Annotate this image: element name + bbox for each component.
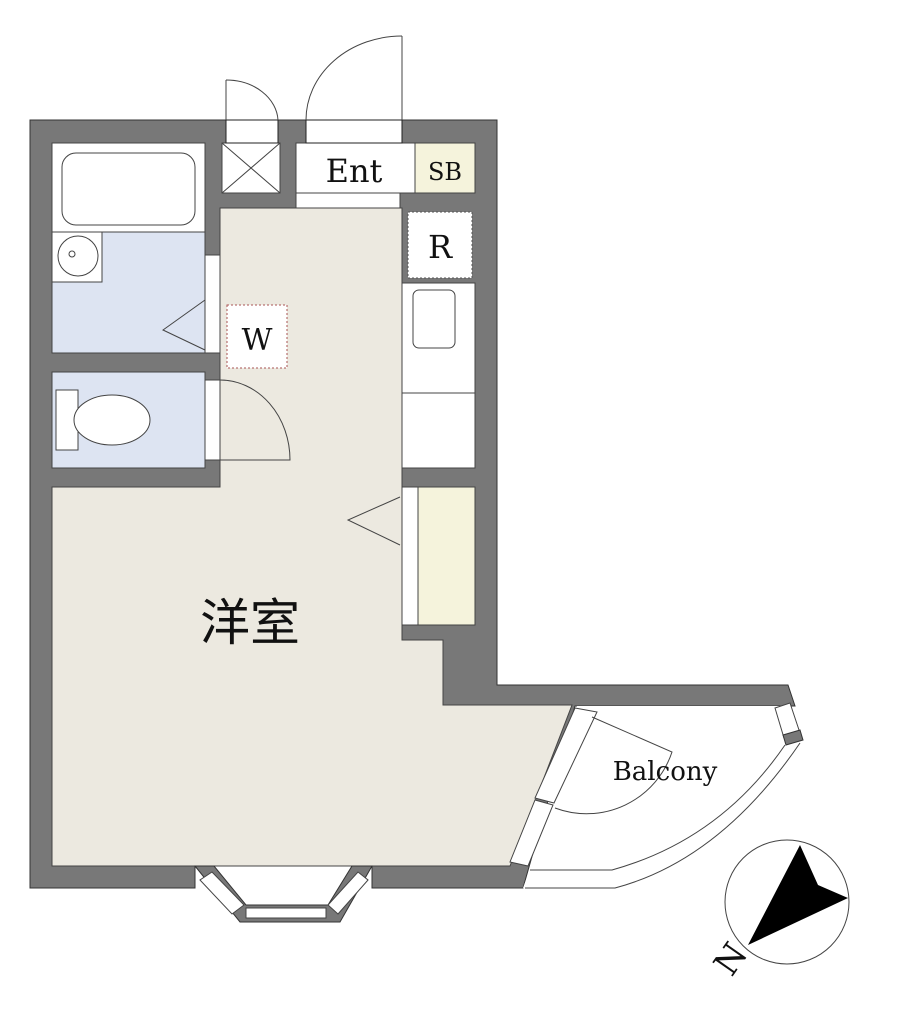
entrance-label: Ent — [326, 152, 383, 190]
bay-window-glass — [199, 871, 245, 915]
bathtub — [61, 152, 196, 226]
closet-door[interactable] — [401, 486, 419, 626]
bay-window-glass — [245, 907, 327, 919]
refrigerator-space — [407, 211, 473, 279]
balcony-side-wall — [782, 729, 804, 746]
closet-door-marker — [346, 496, 401, 546]
balcony-window[interactable] — [534, 707, 598, 804]
washer-label: W — [242, 323, 273, 358]
shoe-box-label: SB — [428, 158, 462, 186]
washer-space — [226, 304, 288, 369]
washroom-door-marker — [162, 299, 206, 351]
north-label: N — [706, 936, 756, 983]
toilet-door-swing — [219, 379, 291, 461]
balcony-railing-inner — [530, 744, 786, 871]
closet — [417, 486, 476, 626]
entrance-step — [295, 192, 401, 209]
washroom-door[interactable] — [204, 254, 221, 354]
compass: N — [706, 839, 850, 983]
balcony-door-swing — [554, 716, 673, 815]
pipe-space-cross — [221, 142, 281, 194]
entry-door-opening — [305, 119, 403, 144]
balcony-floor — [523, 706, 800, 888]
wash-basin-bowl — [57, 235, 99, 277]
kitchen-sink — [412, 289, 456, 349]
north-arrow-icon — [748, 845, 848, 945]
compass-ring — [724, 839, 850, 965]
shoe-box — [414, 142, 476, 194]
drain — [68, 250, 76, 258]
bay-window-glass — [327, 871, 369, 915]
western-room-label: 洋室 — [200, 594, 300, 652]
balcony-window[interactable] — [509, 799, 554, 867]
pipe-space-door-opening — [225, 119, 279, 144]
balcony-railing — [525, 742, 801, 889]
pipe-space-door-swing — [225, 79, 279, 121]
toilet-bowl — [73, 394, 151, 446]
entry-door-swing — [305, 35, 403, 121]
toilet-door[interactable] — [204, 379, 221, 461]
balcony-label: Balcony — [613, 757, 718, 787]
refrigerator-label: R — [428, 228, 453, 266]
